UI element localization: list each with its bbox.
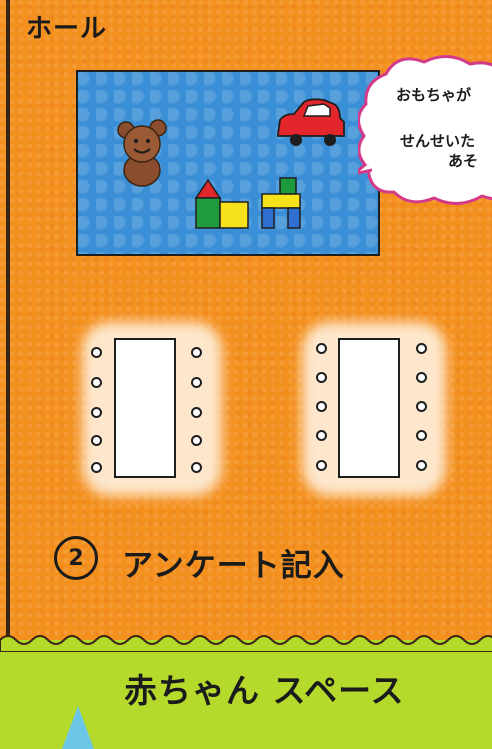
chair-icon: [416, 460, 427, 471]
chair-icon: [91, 407, 102, 418]
chair-icon: [316, 401, 327, 412]
teddy-bear-icon: [117, 119, 167, 187]
left-wall: [6, 0, 10, 640]
chair-icon: [91, 377, 102, 388]
wavy-divider: [0, 635, 492, 652]
chair-icon: [316, 343, 327, 354]
chair-icon: [316, 460, 327, 471]
chair-icon: [316, 430, 327, 441]
speech-bubble-line-1: おもちゃが: [396, 86, 472, 104]
chair-icon: [316, 372, 327, 383]
chair-icon: [416, 430, 427, 441]
chair-icon: [416, 372, 427, 383]
chair-icon: [416, 401, 427, 412]
table: [114, 338, 176, 478]
speech-bubble-icon: [358, 55, 492, 205]
chair-icon: [416, 343, 427, 354]
chair-icon: [191, 407, 202, 418]
triangle-marker-icon: [62, 706, 94, 749]
step-number-badge: 2: [54, 536, 98, 580]
chair-icon: [91, 462, 102, 473]
chair-icon: [91, 347, 102, 358]
chair-icon: [91, 435, 102, 446]
chair-icon: [191, 377, 202, 388]
table: [338, 338, 400, 478]
speech-bubble-line-3: あそ: [448, 152, 479, 170]
chair-icon: [191, 435, 202, 446]
toy-car-icon: [277, 98, 345, 146]
hall-title: ホール: [26, 14, 108, 44]
chair-icon: [191, 347, 202, 358]
toy-blocks-icon: [194, 177, 301, 229]
survey-label: アンケート記入: [122, 548, 345, 584]
speech-bubble-line-2: せんせいた: [400, 132, 476, 150]
baby-space-label: 赤ちゃん スペース: [124, 671, 405, 710]
chair-icon: [191, 462, 202, 473]
